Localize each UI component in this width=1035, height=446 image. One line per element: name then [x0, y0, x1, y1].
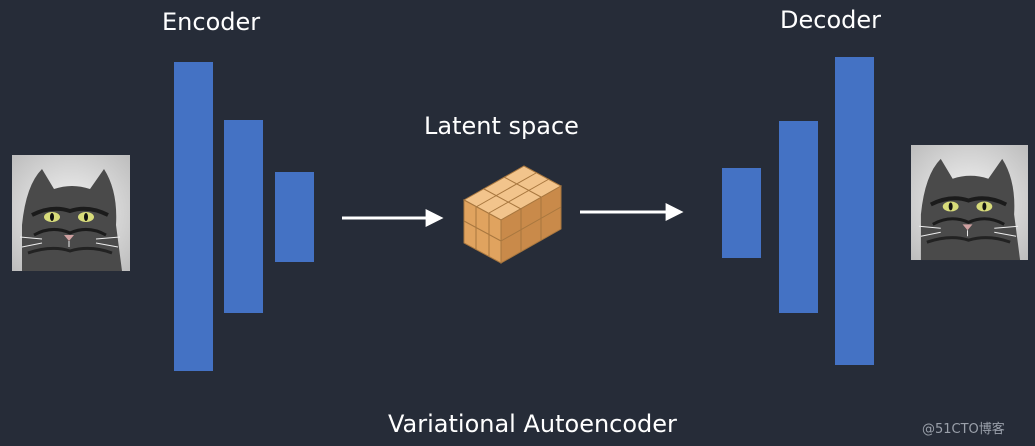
encoder-layer-3: [275, 172, 314, 262]
output-cat-image: [911, 144, 1028, 261]
cube-icon: [462, 165, 563, 264]
decoder-layer-2: [779, 121, 818, 313]
diagram-title: Variational Autoencoder: [388, 410, 677, 438]
encoder-layer-2: [224, 120, 263, 313]
watermark: @51CTO博客: [922, 422, 1005, 437]
decoder-layer-3: [835, 57, 874, 365]
decoder-layer-1: [722, 168, 761, 258]
encoder-label: Encoder: [162, 8, 261, 36]
encoder-layer-1: [174, 62, 213, 371]
input-cat-image: [12, 155, 130, 271]
latent-space-label: Latent space: [424, 112, 579, 140]
decoder-label: Decoder: [780, 6, 881, 34]
